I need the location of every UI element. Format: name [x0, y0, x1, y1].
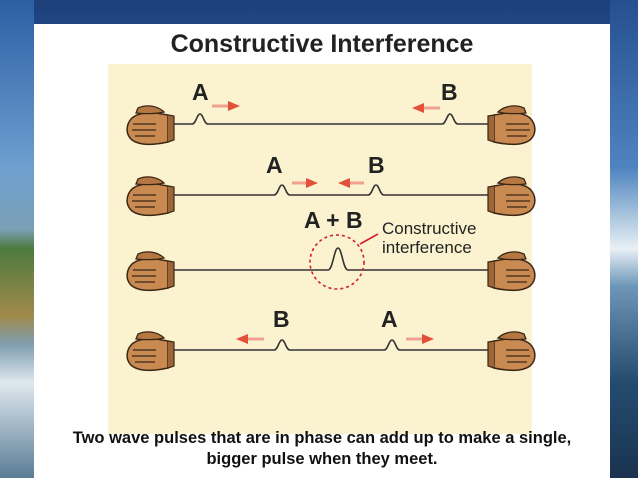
pulse-label-b: B: [273, 306, 290, 332]
rope-with-combined-pulse: [168, 247, 494, 271]
rope-with-pulses: [168, 339, 494, 351]
rope-row-1: A B: [126, 79, 536, 146]
slide-title: Constructive Interference: [170, 30, 474, 58]
left-hand-icon: [126, 105, 175, 146]
left-hand-icon: [126, 251, 175, 292]
interference-highlight-circle: [309, 234, 365, 290]
pulse-label-a: A: [266, 152, 283, 178]
slide: Constructive Interference Two wave pulse…: [34, 24, 610, 478]
rope-row-3: A + B Constructive interference: [126, 207, 536, 292]
arrow-right-icon: [292, 178, 318, 188]
pulse-label-a: A: [192, 79, 209, 105]
diagram-panel: [108, 64, 532, 434]
right-hand-icon: [487, 251, 536, 292]
arrow-right-icon: [212, 101, 240, 111]
caption-line-2: bigger pulse when they meet.: [206, 450, 438, 468]
left-hand-icon: [126, 331, 175, 372]
right-hand-icon: [487, 331, 536, 372]
combined-pulse-label: A + B: [304, 207, 363, 233]
pulse-label-b: B: [441, 79, 458, 105]
background-scenery-right: [610, 0, 638, 478]
pulse-label-b: B: [368, 152, 385, 178]
right-hand-icon: [487, 176, 536, 217]
annotation-pointer: [359, 233, 379, 245]
arrow-left-icon: [412, 103, 440, 113]
rope-row-2: A B: [126, 152, 536, 217]
arrow-left-icon: [236, 334, 264, 344]
right-hand-icon: [487, 105, 536, 146]
arrow-left-icon: [338, 178, 364, 188]
slide-caption: Two wave pulses that are in phase can ad…: [34, 428, 610, 470]
pulse-label-a: A: [381, 306, 398, 332]
annotation-line-2: interference: [382, 238, 472, 257]
left-hand-icon: [126, 176, 175, 217]
rope-with-pulses: [168, 184, 494, 196]
arrow-right-icon: [406, 334, 434, 344]
rope-with-pulses: [168, 113, 494, 125]
caption-line-1: Two wave pulses that are in phase can ad…: [72, 429, 572, 447]
annotation-line-1: Constructive: [382, 219, 476, 238]
background-scenery-left: [0, 0, 34, 478]
rope-row-4: B A: [126, 306, 536, 372]
